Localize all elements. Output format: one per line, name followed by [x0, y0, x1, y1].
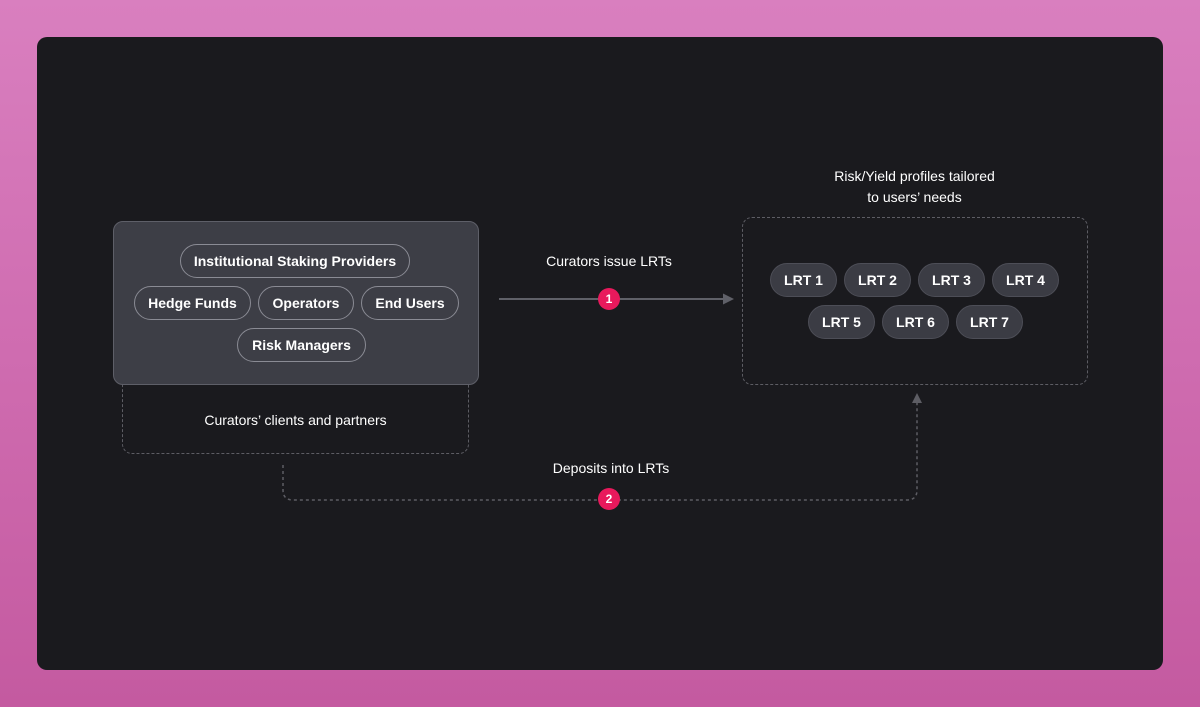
- pill-operators: Operators: [258, 286, 354, 320]
- pill-end-users: End Users: [361, 286, 459, 320]
- lrt-profiles-frame: LRT 1 LRT 2 LRT 3 LRT 4 LRT 5 LRT 6 LRT …: [742, 217, 1088, 385]
- pill-institutional-staking-providers: Institutional Staking Providers: [180, 244, 410, 278]
- step-2-badge: 2: [598, 488, 620, 510]
- lrt-4: LRT 4: [992, 263, 1059, 297]
- diagram-card: Institutional Staking Providers Hedge Fu…: [37, 37, 1163, 670]
- clients-dashed-frame: [122, 337, 469, 454]
- deposit-arrow-head: [912, 393, 922, 403]
- clients-caption: Curators’ clients and partners: [204, 412, 387, 428]
- pill-risk-managers: Risk Managers: [237, 328, 366, 362]
- flow-2-label: Deposits into LRTs: [552, 460, 670, 476]
- lrt-6: LRT 6: [882, 305, 949, 339]
- issue-arrow-head: [723, 293, 734, 305]
- flow-1-label: Curators issue LRTs: [546, 253, 672, 269]
- lrt-5: LRT 5: [808, 305, 875, 339]
- lrt-3: LRT 3: [918, 263, 985, 297]
- profiles-caption-line2: to users’ needs: [867, 189, 962, 205]
- lrt-7: LRT 7: [956, 305, 1023, 339]
- lrt-1: LRT 1: [770, 263, 837, 297]
- profiles-caption-line1: Risk/Yield profiles tailored: [834, 168, 995, 184]
- clients-panel: Institutional Staking Providers Hedge Fu…: [113, 221, 479, 385]
- lrt-2: LRT 2: [844, 263, 911, 297]
- pill-hedge-funds: Hedge Funds: [134, 286, 251, 320]
- step-1-badge: 1: [598, 288, 620, 310]
